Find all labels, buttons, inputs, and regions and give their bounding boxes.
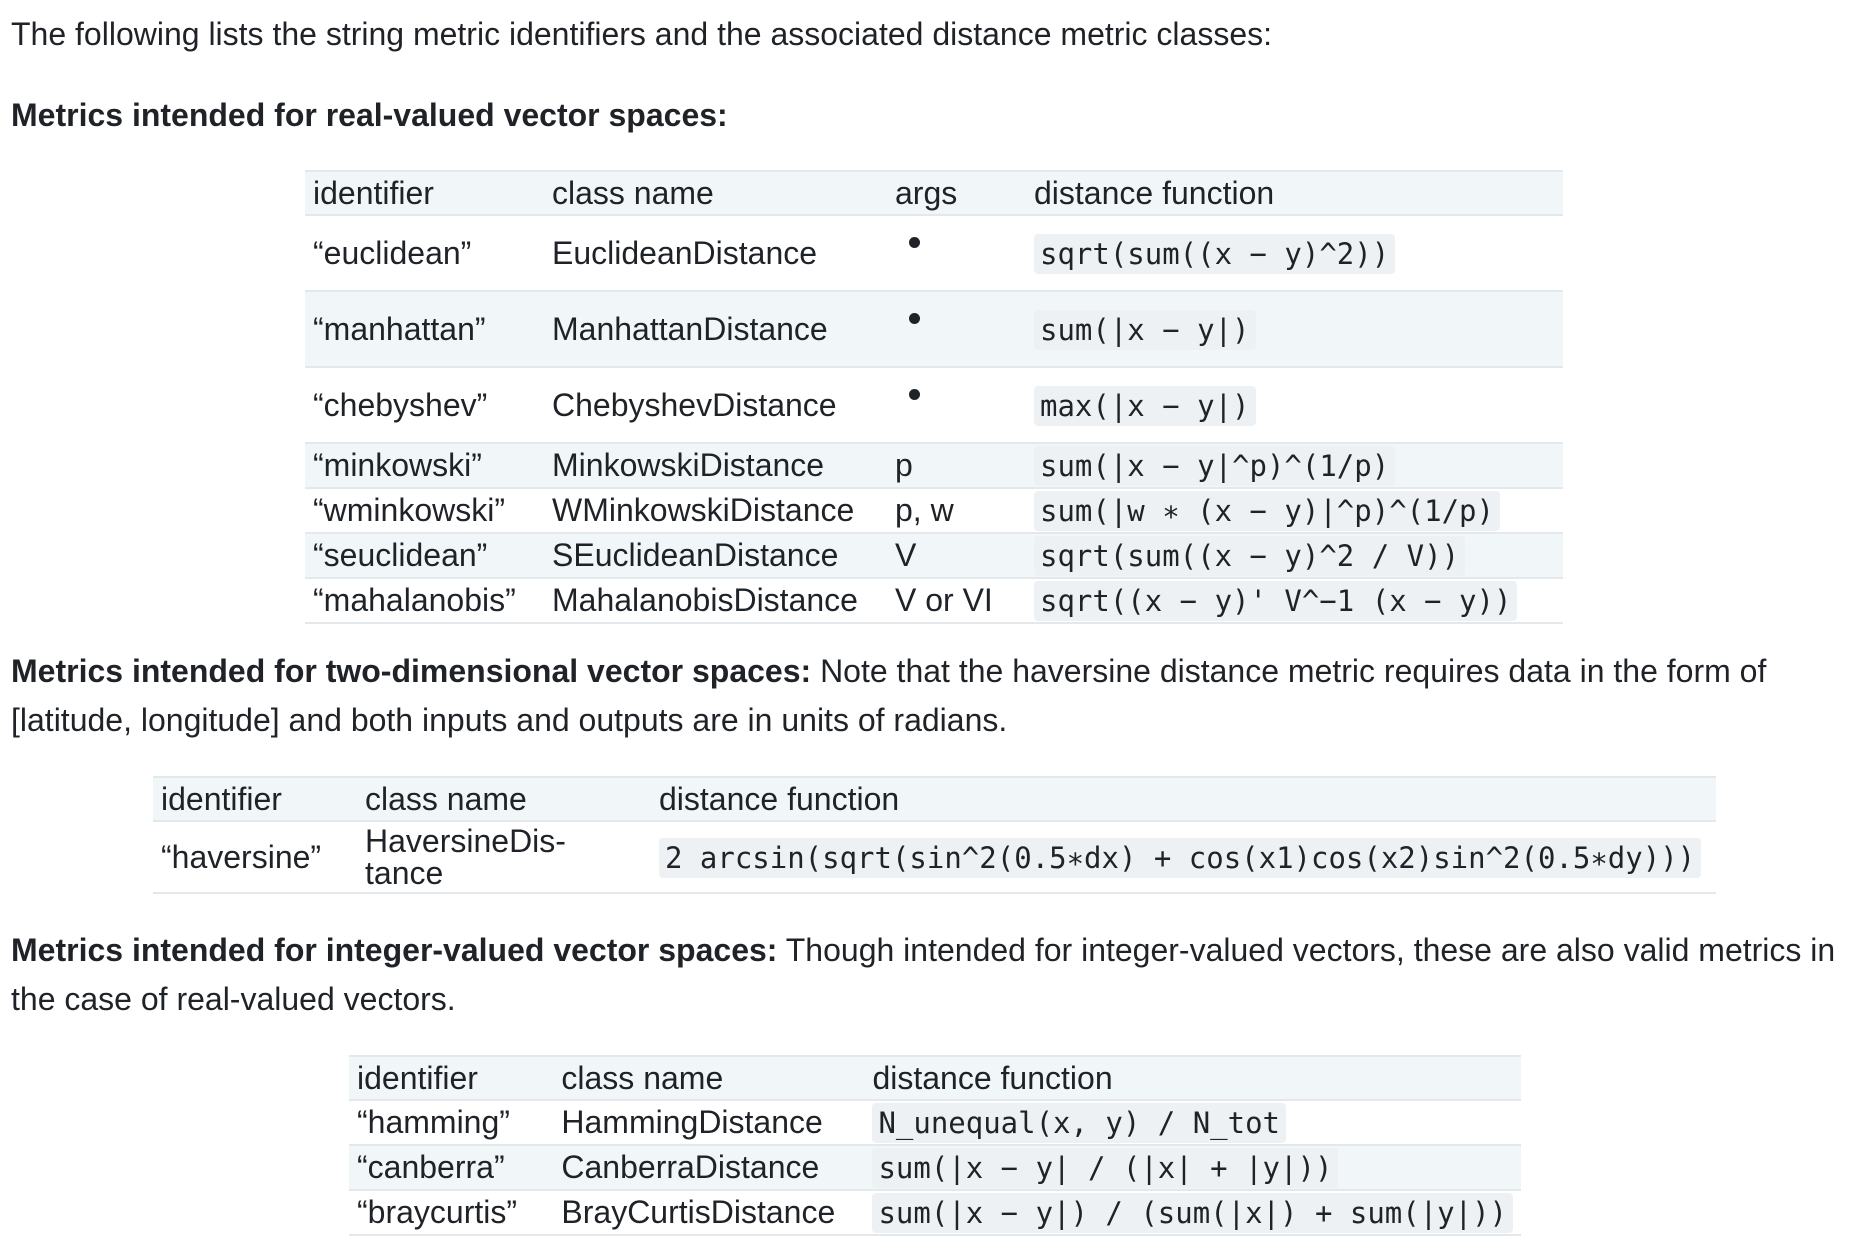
- col-class-name: class name: [544, 170, 887, 216]
- col-class-name: class name: [357, 776, 651, 822]
- real-heading-text: Metrics intended for real-valued vector …: [11, 97, 728, 133]
- function-code: sqrt(sum((x − y)^2)): [1034, 233, 1396, 274]
- two-d-note-text: Note that the haversine distance metric …: [11, 653, 1767, 738]
- integer-metrics-paragraph: Metrics intended for integer-valued vect…: [11, 926, 1866, 1024]
- table-row: “mahalanobis” MahalanobisDistance V or V…: [305, 578, 1563, 624]
- col-class-name: class name: [553, 1055, 865, 1101]
- class-cell: HammingDistance: [553, 1100, 865, 1146]
- identifier-cell: “seuclidean”: [305, 533, 544, 579]
- function-code: sqrt((x − y)' V^−1 (x − y)): [1034, 581, 1518, 621]
- col-args: args: [887, 170, 1026, 216]
- table-row: “haversine” HaversineDis-tance 2 arcsin(…: [153, 821, 1716, 894]
- bullet-icon: [909, 388, 920, 400]
- function-code: sum(|x − y| / (|x| + |y|)): [872, 1148, 1339, 1188]
- class-cell: MahalanobisDistance: [544, 578, 887, 624]
- class-cell: BrayCurtisDistance: [553, 1190, 865, 1236]
- col-distance-function: distance function: [864, 1055, 1521, 1101]
- function-cell: 2 arcsin(sqrt(sin^2(0.5∗dx) + cos(x1)cos…: [651, 821, 1716, 894]
- args-cell: V: [887, 533, 1026, 579]
- class-name-part2: tance: [365, 855, 444, 891]
- args-cell: [887, 367, 1026, 444]
- args-cell: [887, 215, 1026, 292]
- function-cell: sum(|x − y| / (|x| + |y|)): [864, 1145, 1521, 1191]
- identifier-cell: “euclidean”: [305, 215, 544, 292]
- class-cell: EuclideanDistance: [544, 215, 887, 292]
- function-cell: sqrt(sum((x − y)^2 / V)): [1026, 533, 1563, 579]
- col-distance-function: distance function: [651, 776, 1716, 822]
- function-code: sum(|x − y|): [1034, 309, 1256, 350]
- table-header-row: identifier class name args distance func…: [305, 170, 1563, 216]
- class-cell: ChebyshevDistance: [544, 367, 887, 444]
- class-cell: HaversineDis-tance: [357, 821, 651, 894]
- identifier-cell: “wminkowski”: [305, 488, 544, 534]
- class-cell: WMinkowskiDistance: [544, 488, 887, 534]
- args-cell: p: [887, 443, 1026, 489]
- table-row: “seuclidean” SEuclideanDistance V sqrt(s…: [305, 533, 1563, 579]
- args-cell: [887, 291, 1026, 368]
- function-code: sum(|x − y|^p)^(1/p): [1034, 446, 1396, 486]
- function-code: N_unequal(x, y) / N_tot: [872, 1103, 1287, 1143]
- function-cell: sqrt((x − y)' V^−1 (x − y)): [1026, 578, 1563, 624]
- class-cell: SEuclideanDistance: [544, 533, 887, 579]
- identifier-cell: “chebyshev”: [305, 367, 544, 444]
- function-code: sqrt(sum((x − y)^2 / V)): [1034, 536, 1466, 576]
- real-metrics-heading: Metrics intended for real-valued vector …: [11, 91, 728, 140]
- class-cell: MinkowskiDistance: [544, 443, 887, 489]
- function-cell: N_unequal(x, y) / N_tot: [864, 1100, 1521, 1146]
- integer-heading-text: Metrics intended for integer-valued vect…: [11, 932, 778, 968]
- table-row: “manhattan” ManhattanDistance sum(|x − y…: [305, 291, 1563, 368]
- table-row: “wminkowski” WMinkowskiDistance p, w sum…: [305, 488, 1563, 534]
- identifier-cell: “haversine”: [153, 821, 357, 894]
- args-cell: p, w: [887, 488, 1026, 534]
- function-cell: sum(|x − y|^p)^(1/p): [1026, 443, 1563, 489]
- table-row: “hamming” HammingDistance N_unequal(x, y…: [349, 1100, 1521, 1146]
- col-identifier: identifier: [153, 776, 357, 822]
- two-d-metrics-paragraph: Metrics intended for two-dimensional vec…: [11, 647, 1861, 745]
- real-metrics-table: identifier class name args distance func…: [305, 170, 1563, 624]
- identifier-cell: “mahalanobis”: [305, 578, 544, 624]
- function-cell: sqrt(sum((x − y)^2)): [1026, 215, 1563, 292]
- col-identifier: identifier: [349, 1055, 554, 1101]
- table-row: “braycurtis” BrayCurtisDistance sum(|x −…: [349, 1190, 1521, 1236]
- identifier-cell: “canberra”: [349, 1145, 554, 1191]
- intro-text: The following lists the string metric id…: [11, 16, 1272, 52]
- function-code: sum(|w ∗ (x − y)|^p)^(1/p): [1034, 491, 1500, 531]
- table-row: “minkowski” MinkowskiDistance p sum(|x −…: [305, 443, 1563, 489]
- function-code: 2 arcsin(sqrt(sin^2(0.5∗dx) + cos(x1)cos…: [659, 837, 1702, 878]
- table-header-row: identifier class name distance function: [349, 1055, 1521, 1101]
- col-distance-function: distance function: [1026, 170, 1563, 216]
- table-header-row: identifier class name distance function: [153, 776, 1716, 822]
- function-cell: max(|x − y|): [1026, 367, 1563, 444]
- integer-note-text: Though intended for integer-valued vecto…: [11, 932, 1836, 1017]
- function-code: sum(|x − y|) / (sum(|x|) + sum(|y|)): [872, 1193, 1513, 1233]
- function-cell: sum(|x − y|) / (sum(|x|) + sum(|y|)): [864, 1190, 1521, 1236]
- identifier-cell: “hamming”: [349, 1100, 554, 1146]
- class-cell: CanberraDistance: [553, 1145, 865, 1191]
- table-row: “canberra” CanberraDistance sum(|x − y| …: [349, 1145, 1521, 1191]
- bullet-icon: [909, 312, 920, 324]
- two-d-metrics-table: identifier class name distance function …: [153, 776, 1716, 894]
- class-cell: ManhattanDistance: [544, 291, 887, 368]
- identifier-cell: “manhattan”: [305, 291, 544, 368]
- function-code: max(|x − y|): [1034, 385, 1256, 426]
- table-row: “chebyshev” ChebyshevDistance max(|x − y…: [305, 367, 1563, 444]
- integer-metrics-table: identifier class name distance function …: [349, 1055, 1521, 1236]
- table-row: “euclidean” EuclideanDistance sqrt(sum((…: [305, 215, 1563, 292]
- two-d-heading-text: Metrics intended for two-dimensional vec…: [11, 653, 812, 689]
- identifier-cell: “braycurtis”: [349, 1190, 554, 1236]
- class-name-part1: HaversineDis-: [365, 823, 566, 859]
- function-cell: sum(|w ∗ (x − y)|^p)^(1/p): [1026, 488, 1563, 534]
- args-cell: V or VI: [887, 578, 1026, 624]
- function-cell: sum(|x − y|): [1026, 291, 1563, 368]
- bullet-icon: [909, 236, 920, 248]
- col-identifier: identifier: [305, 170, 544, 216]
- identifier-cell: “minkowski”: [305, 443, 544, 489]
